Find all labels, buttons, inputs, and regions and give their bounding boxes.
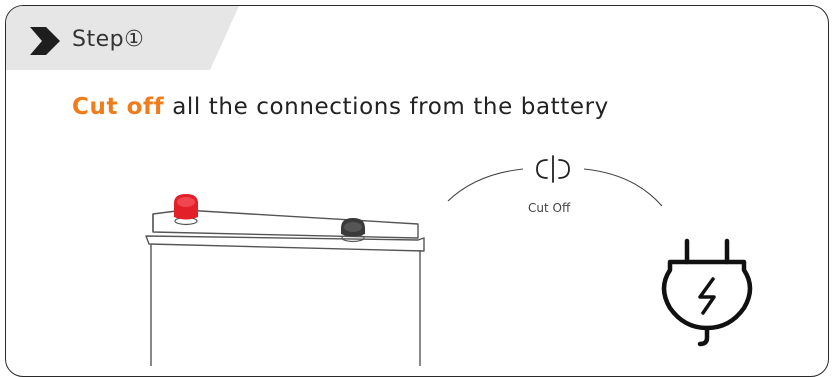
power-plug-icon (664, 241, 750, 344)
negative-terminal (341, 218, 365, 242)
cutoff-label: Cut Off (528, 201, 570, 215)
battery-illustration (6, 6, 828, 366)
disconnect-icon (537, 156, 569, 182)
instruction-card: Step① Cut off all the connections from t… (5, 5, 829, 377)
positive-terminal (174, 194, 198, 225)
battery-icon (146, 210, 424, 366)
